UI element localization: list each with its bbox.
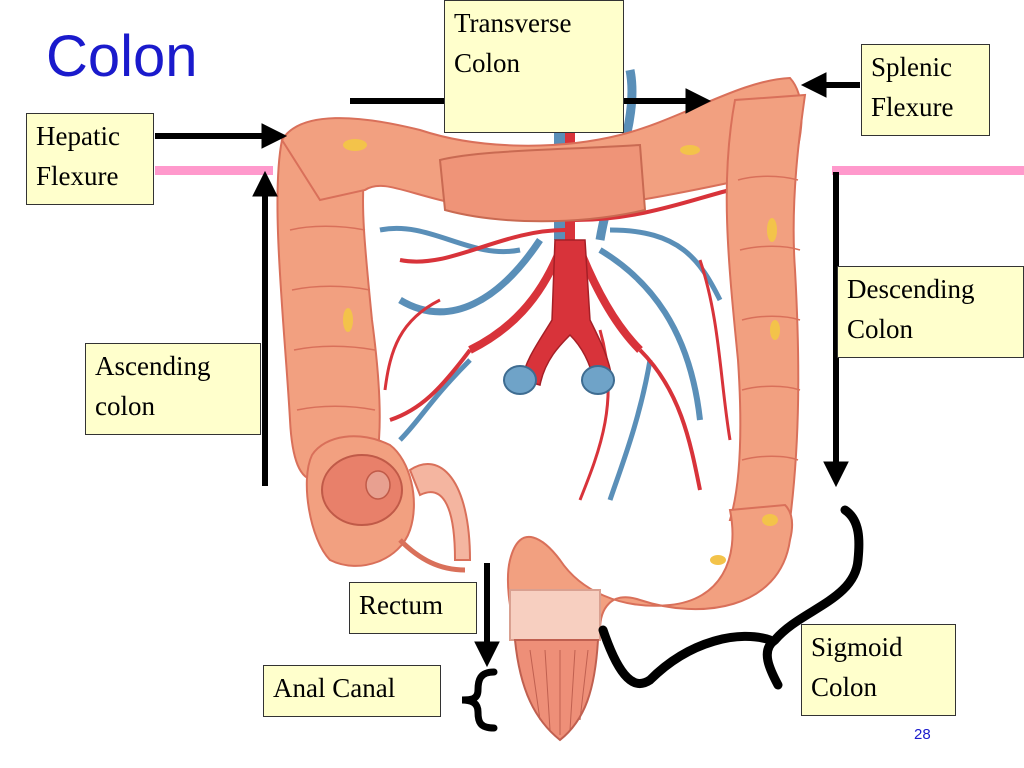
- brace-anal-canal: [461, 668, 498, 732]
- label-splenic-flexure: Splenic Flexure: [861, 44, 990, 136]
- label-transverse-colon: Transverse Colon: [444, 0, 624, 133]
- label-hepatic-flexure: Hepatic Flexure: [26, 113, 154, 205]
- label-descending-line2: Colon: [847, 314, 914, 344]
- slide-title: Colon: [46, 24, 198, 89]
- label-hepatic-line2: Flexure: [36, 161, 119, 191]
- label-sigmoid-colon: Sigmoid Colon: [801, 624, 956, 716]
- page-number: 28: [914, 726, 931, 743]
- label-anal-canal: Anal Canal: [263, 665, 441, 717]
- brace-sigmoid: [598, 505, 864, 690]
- label-ascending-colon: Ascending colon: [85, 343, 261, 435]
- anal-canal-folds: [529, 649, 589, 735]
- label-transverse-line1: Transverse: [454, 8, 572, 38]
- guide-line-right: [832, 166, 1024, 175]
- label-descending-colon: Descending Colon: [837, 266, 1024, 358]
- label-descending-line1: Descending: [847, 274, 975, 304]
- label-ascending-line1: Ascending: [95, 351, 211, 381]
- label-hepatic-line1: Hepatic: [36, 121, 120, 151]
- colon-body: [276, 76, 807, 742]
- label-ascending-line2: colon: [95, 391, 155, 421]
- label-splenic-line2: Flexure: [871, 92, 954, 122]
- label-rectum: Rectum: [349, 582, 477, 634]
- haustra-lines: [289, 175, 801, 461]
- label-sigmoid-line1: Sigmoid: [811, 632, 903, 662]
- fat-appendages: [343, 139, 780, 565]
- label-anal-canal-text: Anal Canal: [273, 673, 396, 703]
- guide-line-left: [155, 166, 273, 175]
- label-splenic-line1: Splenic: [871, 52, 952, 82]
- label-transverse-line2: Colon: [454, 48, 521, 78]
- label-rectum-text: Rectum: [359, 590, 443, 620]
- label-sigmoid-line2: Colon: [811, 672, 878, 702]
